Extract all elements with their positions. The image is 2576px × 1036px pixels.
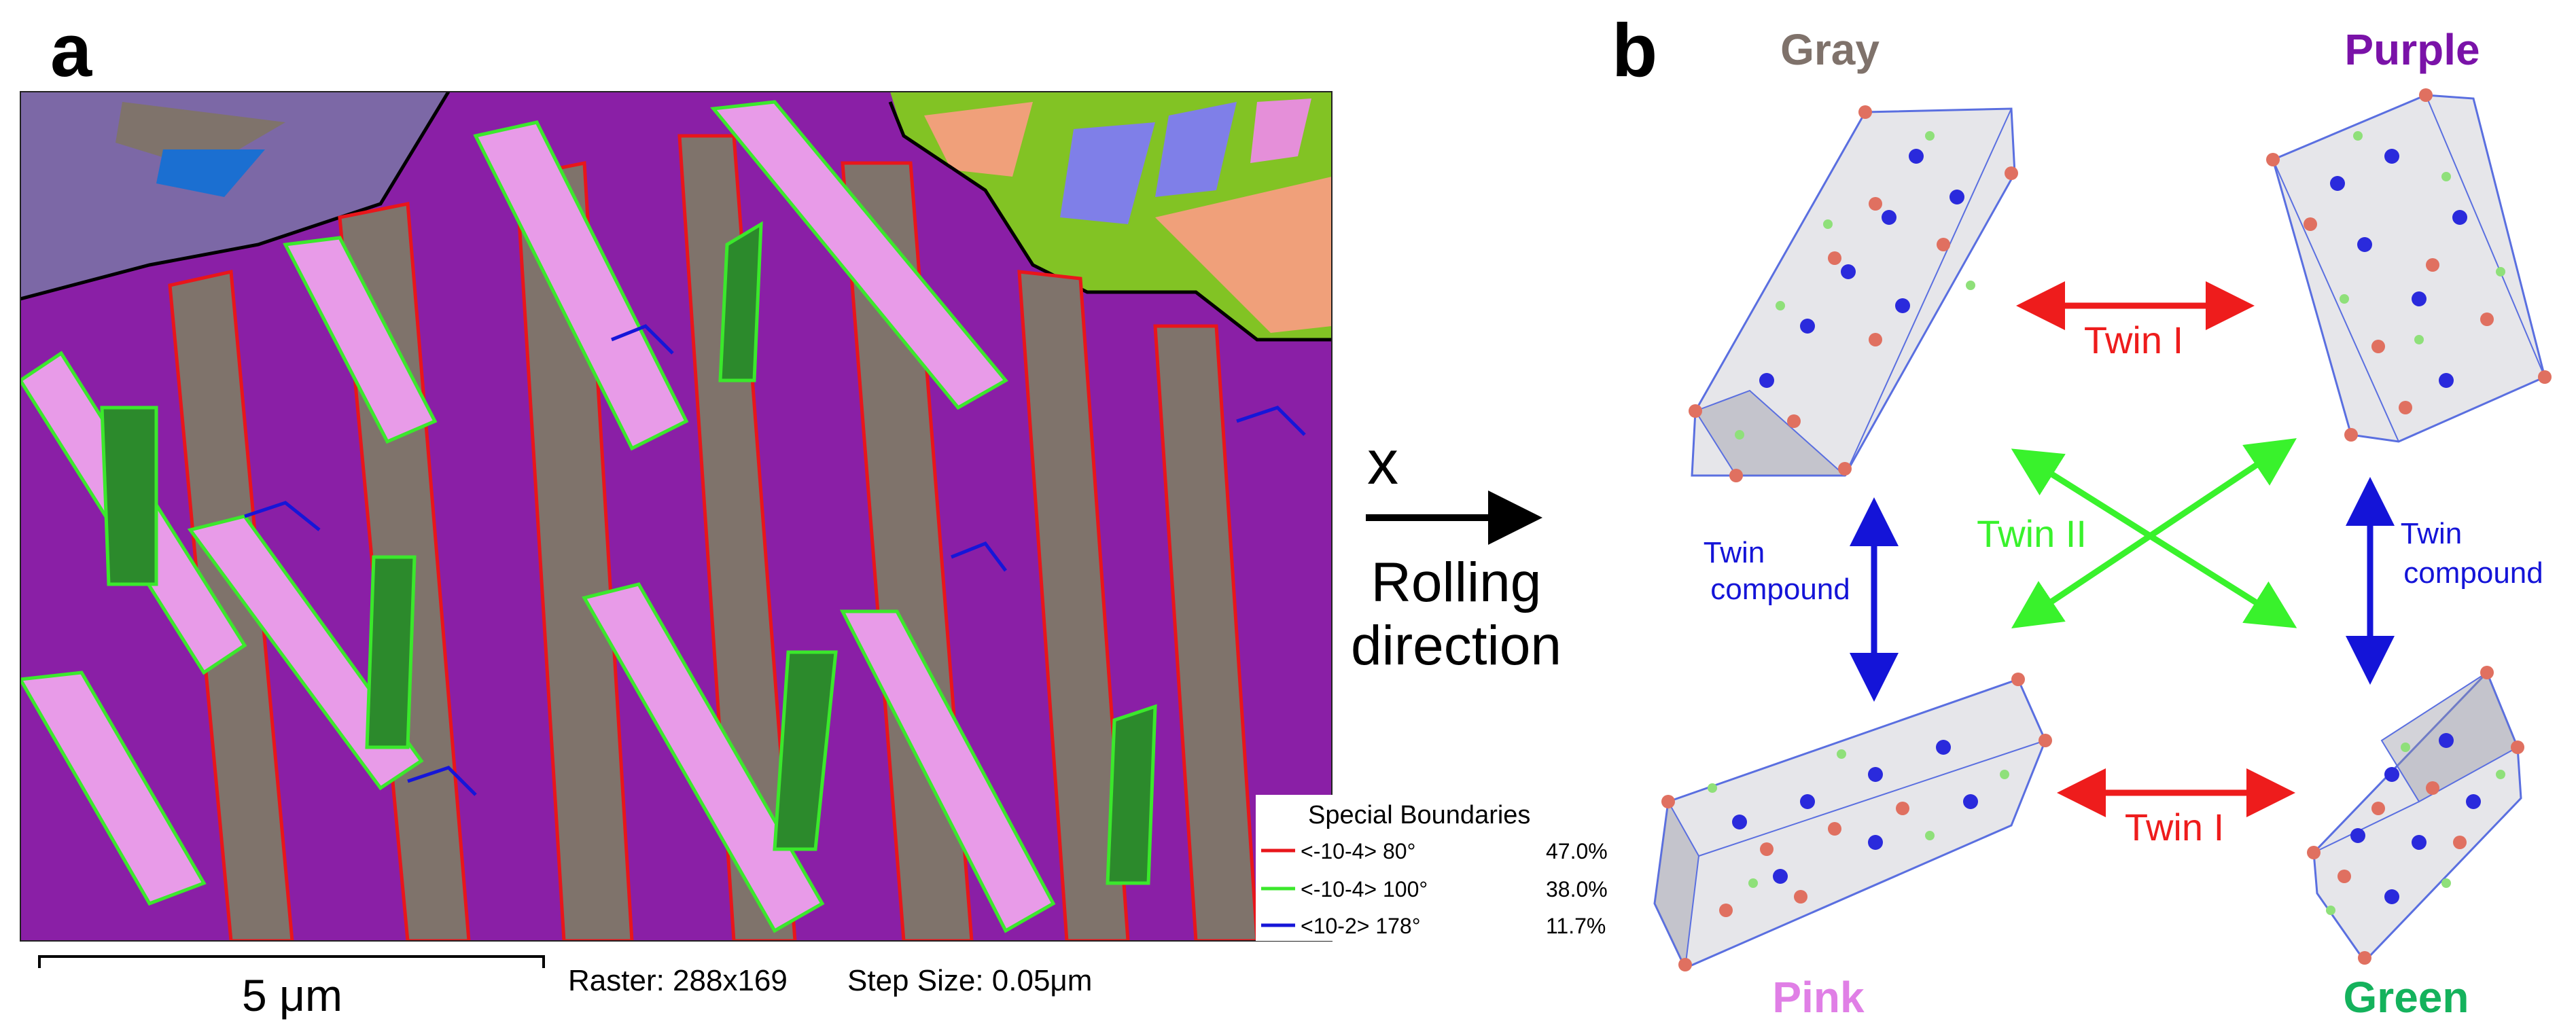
panel-b-label: b xyxy=(1612,9,1657,92)
atoms-pink xyxy=(1661,673,2052,971)
step-size-text: Step Size: 0.05μm xyxy=(847,964,1092,997)
unit-cell-gray xyxy=(1689,105,2018,482)
legend-percent-red: 47.0% xyxy=(1546,839,1608,863)
special-boundaries-legend: Special Boundaries <-10-4> 80° 47.0% <-1… xyxy=(1256,795,1626,941)
axis-line2: direction xyxy=(1351,615,1562,677)
variant-label-purple: Purple xyxy=(2344,25,2480,74)
twin-ii-label: Twin II xyxy=(1977,512,2087,555)
ebsd-map xyxy=(20,92,1332,941)
twin-compound-label-left-2: compound xyxy=(1710,573,1850,606)
legend-percent-green: 38.0% xyxy=(1546,877,1608,901)
scale-bar-label: 5 μm xyxy=(242,970,342,1020)
twin-compound-label-right-2: compound xyxy=(2403,556,2543,590)
atoms-green xyxy=(2307,666,2524,965)
twin-i-label-bottom: Twin I xyxy=(2125,806,2224,849)
legend-label-green: <-10-4> 100° xyxy=(1301,877,1428,901)
legend-title: Special Boundaries xyxy=(1308,801,1530,829)
axis-symbol: x xyxy=(1367,428,1398,497)
panel-a-label: a xyxy=(50,9,92,92)
variant-label-gray: Gray xyxy=(1780,25,1880,74)
variant-label-pink: Pink xyxy=(1772,973,1865,1022)
atoms-purple xyxy=(2266,88,2552,442)
raster-text: Raster: 288x169 xyxy=(568,964,788,997)
rolling-direction-indicator: x Rolling direction xyxy=(1351,428,1562,677)
unit-cell-purple xyxy=(2266,88,2552,443)
unit-cell-pink xyxy=(1653,673,2052,971)
variant-label-green: Green xyxy=(2344,973,2469,1022)
unit-cell-green xyxy=(2307,666,2524,965)
legend-label-blue: <10-2> 178° xyxy=(1301,914,1421,938)
twin-compound-label-right-1: Twin xyxy=(2401,517,2462,550)
twin-i-label-top: Twin I xyxy=(2084,319,2183,361)
scale-bar: 5 μm xyxy=(38,955,545,1020)
twin-compound-label-left-1: Twin xyxy=(1704,536,1765,569)
ebsd-map-border xyxy=(20,91,1333,942)
atoms-gray xyxy=(1689,105,2018,482)
legend-label-red: <-10-4> 80° xyxy=(1301,839,1415,863)
axis-line1: Rolling xyxy=(1371,552,1542,613)
legend-percent-blue: 11.7% xyxy=(1546,914,1606,938)
twin-ii-arrow-2 xyxy=(2011,438,2297,628)
